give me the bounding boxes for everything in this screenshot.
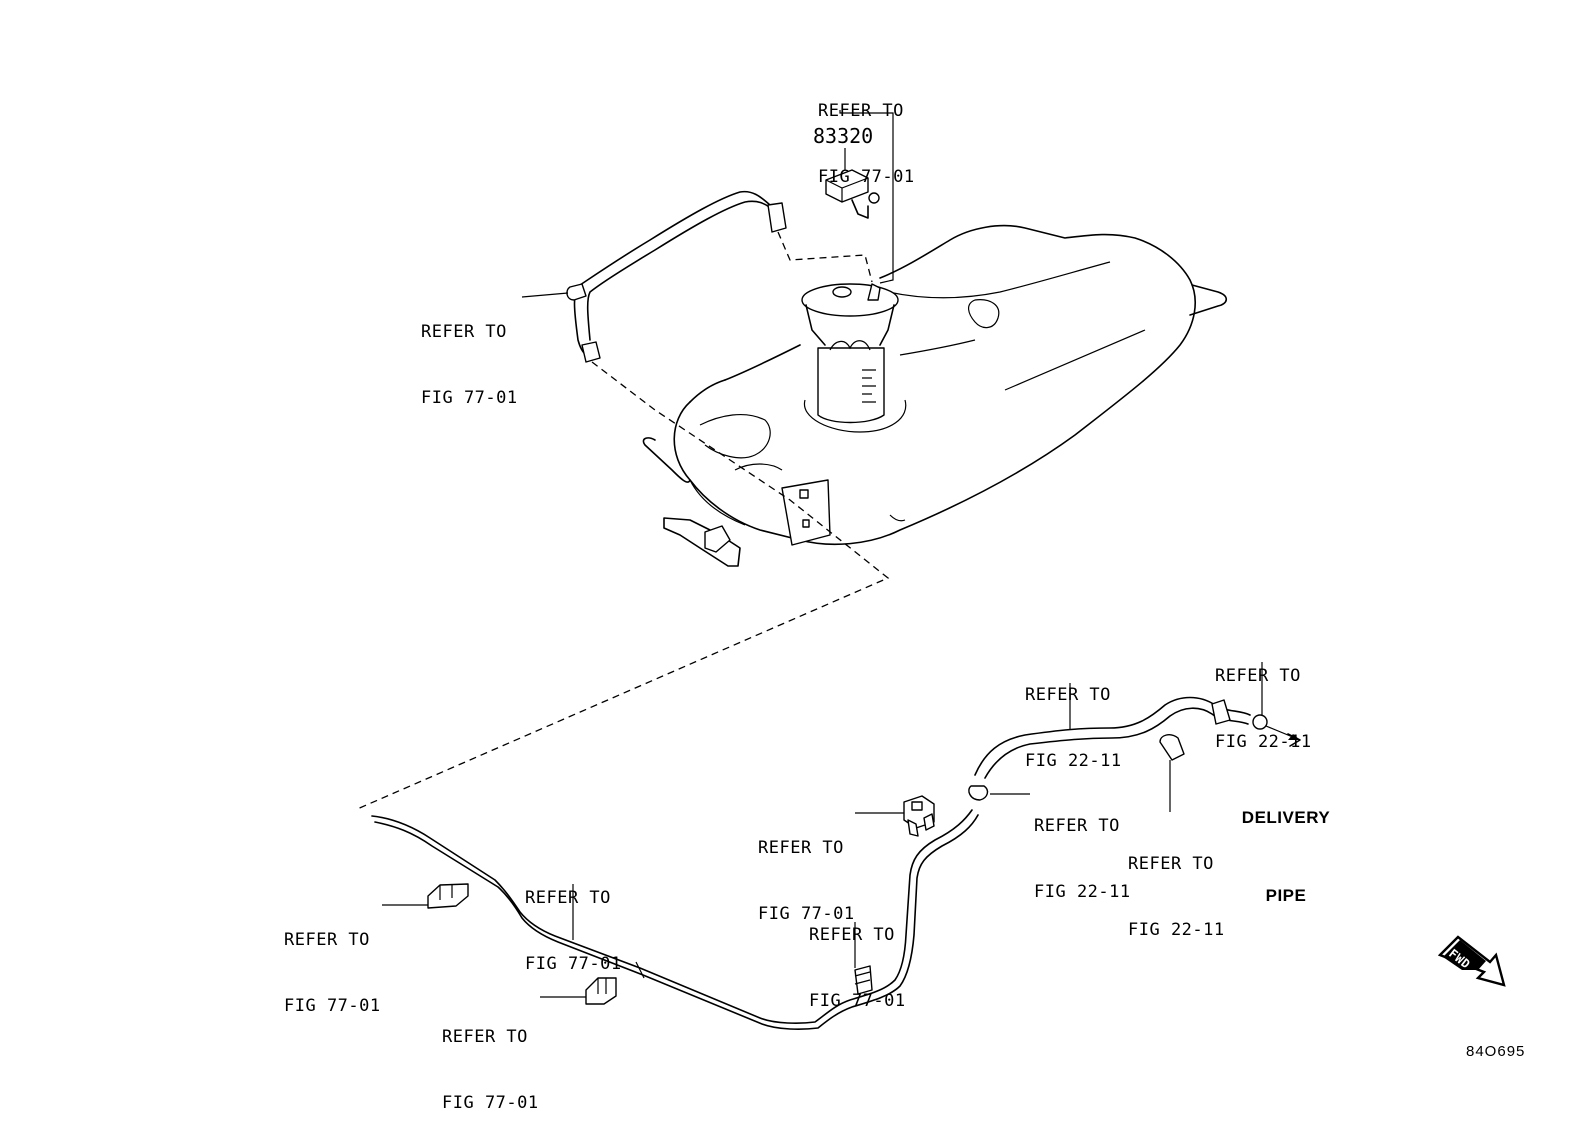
tube-reference: REFER TO FIG 77-01 xyxy=(525,843,622,997)
connector-ref-line2: FIG 77-01 xyxy=(758,904,855,924)
clampC-ref-line2: FIG 77-01 xyxy=(809,991,906,1011)
clampB-ref-line2: FIG 77-01 xyxy=(442,1093,539,1113)
diagram-drawing xyxy=(354,110,1506,1030)
inlet-reference: REFER TO FIG 22-11 xyxy=(1025,640,1122,794)
fuel-tube xyxy=(371,809,979,1030)
outlet-ref-line2: FIG 22-11 xyxy=(1215,732,1312,752)
connector-ref-line1: REFER TO xyxy=(758,838,844,858)
figure-code: 84O695 xyxy=(1466,1043,1526,1060)
bracket-icon xyxy=(825,148,880,219)
parts-diagram: REFER TO FIG 77-01 83320 REFER TO FIG 77… xyxy=(284,56,1526,1113)
part-number: 83320 xyxy=(813,124,874,148)
fuel-pump-icon xyxy=(801,283,907,433)
outlet-ref-line1: REFER TO xyxy=(1215,666,1301,686)
hose-reference: REFER TO FIG 77-01 xyxy=(421,277,518,431)
delivery-pipe-label: DELIVERY PIPE xyxy=(1236,753,1336,935)
outlet-reference: REFER TO FIG 22-11 xyxy=(1215,621,1312,775)
delivery-line1: DELIVERY xyxy=(1241,808,1331,827)
hose-ref-line2: FIG 77-01 xyxy=(421,388,518,408)
fwd-arrow-icon xyxy=(1437,935,1506,987)
clampA-ref-line1: REFER TO xyxy=(284,930,370,950)
delivery-hose xyxy=(968,696,1268,801)
clip-ref-line2: FIG 22-11 xyxy=(1128,920,1225,940)
clamp-ref-line2: FIG 22-11 xyxy=(1034,882,1131,902)
clampC-ref-line1: REFER TO xyxy=(809,925,895,945)
clip-ref-line1: REFER TO xyxy=(1128,854,1214,874)
pump-ref-line2: FIG 77-01 xyxy=(818,167,915,187)
clamp-a-icon xyxy=(427,883,469,909)
clamp-reference: REFER TO FIG 22-11 xyxy=(1034,771,1131,925)
upper-hose xyxy=(566,190,787,363)
hose-ref-line1: REFER TO xyxy=(421,322,507,342)
clip-reference: REFER TO FIG 22-11 xyxy=(1128,809,1225,963)
clamp-c-reference: REFER TO FIG 77-01 xyxy=(809,880,906,1034)
clamp-c-icon xyxy=(854,965,873,995)
clampA-ref-line2: FIG 77-01 xyxy=(284,996,381,1016)
clamp-b-reference: REFER TO FIG 77-01 xyxy=(442,982,539,1136)
inlet-ref-line1: REFER TO xyxy=(1025,685,1111,705)
tube-ref-line2: FIG 77-01 xyxy=(525,954,622,974)
clamp-ref-line1: REFER TO xyxy=(1034,816,1120,836)
fuel-tank-icon xyxy=(642,224,1228,567)
pump-ref-line1: REFER TO xyxy=(818,101,904,121)
clamp-a-reference: REFER TO FIG 77-01 xyxy=(284,885,381,1039)
tube-ref-line1: REFER TO xyxy=(525,888,611,908)
clamp-b-icon xyxy=(585,977,617,1005)
delivery-line2: PIPE xyxy=(1265,886,1307,905)
clampB-ref-line1: REFER TO xyxy=(442,1027,528,1047)
connector-reference: REFER TO FIG 77-01 xyxy=(758,793,855,947)
connector-icon xyxy=(903,795,935,837)
inlet-ref-line2: FIG 22-11 xyxy=(1025,751,1122,771)
pump-reference: REFER TO FIG 77-01 xyxy=(818,56,915,210)
